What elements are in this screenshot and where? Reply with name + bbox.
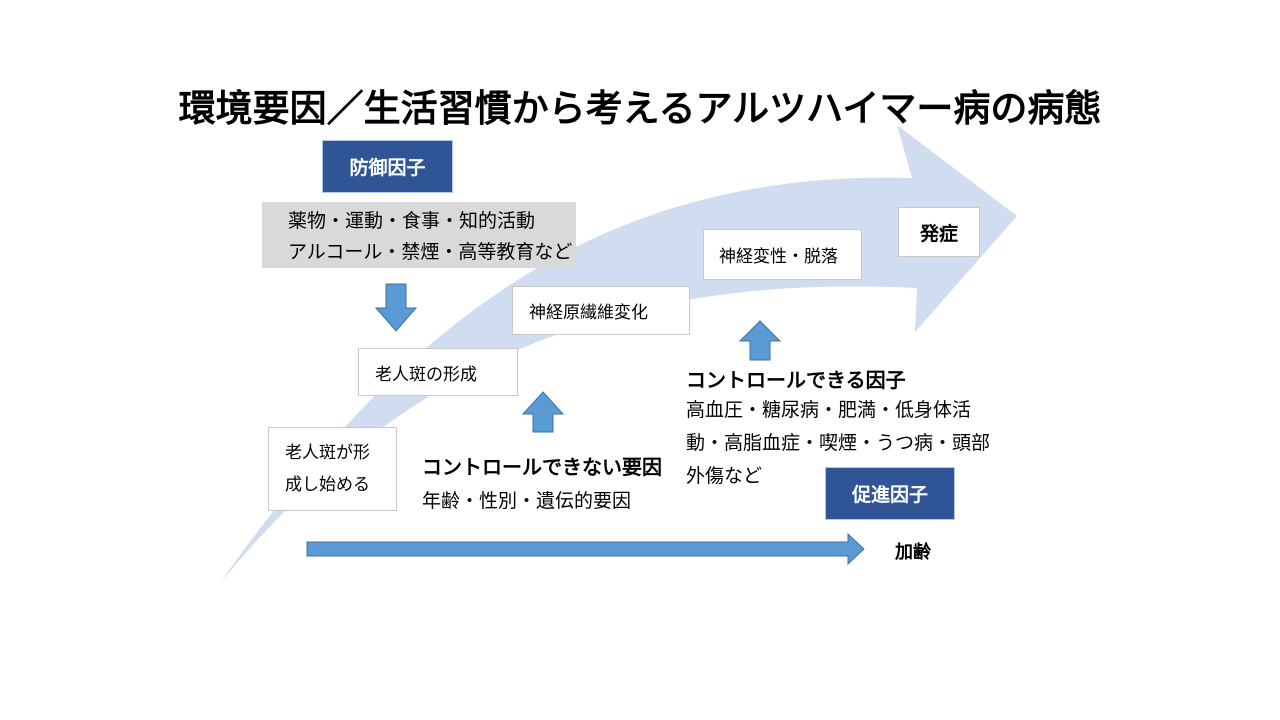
stage-neurofibrillary: 神経原繊維変化: [512, 286, 690, 335]
controllable-item-line-1: 高血圧・糖尿病・肥満・低身体活: [686, 399, 972, 421]
down-arrow: [374, 283, 418, 332]
stage-onset: 発症: [898, 207, 980, 257]
aging-label: 加齢: [895, 542, 931, 563]
protective-item-line-2: アルコール・禁煙・高等教育など: [288, 241, 573, 263]
protective-factor-label-text: 防御因子: [349, 157, 426, 179]
stage-plaque-begin-line-1: 老人斑が形: [285, 443, 370, 463]
stage-plaque-formation-text: 老人斑の形成: [375, 364, 477, 385]
stage-plaque-formation: 老人斑の形成: [358, 348, 518, 396]
controllable-item-line-2: 動・高脂血症・喫煙・うつ病・頭部: [686, 432, 991, 454]
protective-factor-list: 薬物・運動・食事・知的活動 アルコール・禁煙・高等教育など: [262, 202, 576, 268]
stage-plaque-begin: 老人斑が形 成し始める: [268, 427, 397, 511]
controllable-items: 高血圧・糖尿病・肥満・低身体活 動・高脂血症・喫煙・うつ病・頭部 外傷など: [686, 394, 990, 493]
controllable-item-line-3: 外傷など: [686, 465, 763, 487]
uncontrollable-items: 年齢・性別・遺伝的要因: [422, 490, 632, 512]
promoting-factor-label: 促進因子: [825, 467, 955, 520]
stage-neurofibrillary-text: 神経原繊維変化: [529, 303, 648, 323]
aging-arrow: [306, 532, 865, 566]
up-arrow-uncontrollable: [521, 391, 565, 433]
stage-neurodegeneration: 神経変性・脱落: [703, 229, 862, 280]
stage-onset-text: 発症: [919, 222, 958, 245]
uncontrollable-heading: コントロールできない要因: [422, 455, 662, 479]
protective-item-line-1: 薬物・運動・食事・知的活動: [288, 210, 536, 232]
controllable-heading: コントロールできる因子: [686, 368, 906, 392]
protective-factor-label: 防御因子: [322, 140, 453, 193]
stage-neurodegeneration-text: 神経変性・脱落: [719, 247, 838, 267]
stage-plaque-begin-line-2: 成し始める: [285, 475, 370, 495]
page-title: 環境要因／生活習慣から考えるアルツハイマー病の病態: [178, 87, 1102, 130]
up-arrow-controllable: [738, 320, 782, 361]
promoting-factor-label-text: 促進因子: [851, 484, 928, 506]
